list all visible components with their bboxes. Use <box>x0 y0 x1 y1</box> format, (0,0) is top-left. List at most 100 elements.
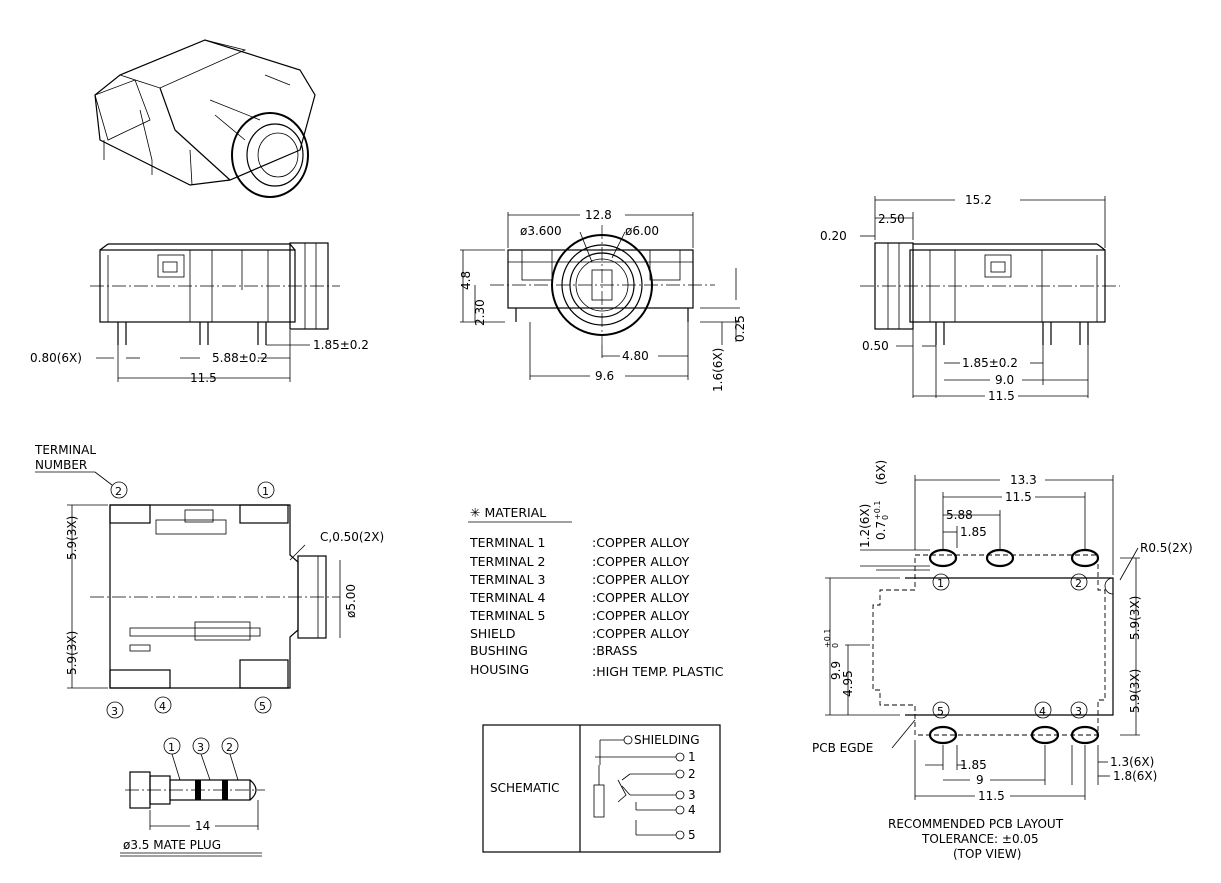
mate-plug: 1 3 2 14 ø3.5 MATE PLUG <box>120 737 265 857</box>
pcb-dim-5-9-a: 5.9(3X) <box>1128 596 1142 640</box>
material-row-mat: :COPPER ALLOY <box>592 608 690 623</box>
dim-1-85-right: 1.85±0.2 <box>962 356 1018 370</box>
plug-terminal-3: 3 <box>197 741 204 754</box>
top-view: TERMINAL NUMBER 2 1 3 4 5 5.9(3X) 5.9(3X… <box>34 443 384 719</box>
dim-phi-5: ø5.00 <box>344 584 358 618</box>
dim-0-20: 0.20 <box>820 229 847 243</box>
dim-5-88: 5.88±0.2 <box>212 351 268 365</box>
pcb-dim-5-88: 5.88 <box>946 508 973 522</box>
schematic-label: SCHEMATIC <box>490 781 559 795</box>
pcb-dim-1-8: 1.8(6X) <box>1113 769 1157 783</box>
material-row-part: TERMINAL 5 <box>469 608 545 623</box>
side-view-left: 0.80(6X) 5.88±0.2 1.85±0.2 11.5 <box>30 242 369 385</box>
pcb-dim-9-9: 9.9 <box>829 661 843 680</box>
schematic-pin-5: 5 <box>688 828 696 842</box>
dim-1-85: 1.85±0.2 <box>313 338 369 352</box>
dim-2-30: 2.30 <box>473 299 487 326</box>
pcb-terminal-2: 2 <box>1075 577 1082 590</box>
pcb-dim-5-9-b: 5.9(3X) <box>1128 669 1142 713</box>
front-view: 12.8 ø3.600 ø6.00 4.8 2.30 4.80 9.6 1.6(… <box>459 208 747 392</box>
terminal-1-top: 1 <box>262 485 269 498</box>
dim-0-25: 0.25 <box>733 315 747 342</box>
dim-0-80: 0.80(6X) <box>30 351 82 365</box>
pcb-dim-13-3: 13.3 <box>1010 473 1037 487</box>
material-row-part: TERMINAL 2 <box>469 554 545 569</box>
pcb-dim-0-7: 0.7 <box>874 521 888 540</box>
pcb-terminal-4: 4 <box>1039 705 1046 718</box>
isometric-view <box>94 39 316 198</box>
pcb-layout: 1 2 5 4 3 13.3 11.5 5.88 1.85 1.2(6X) 0.… <box>812 460 1193 861</box>
schematic-pin-2: 2 <box>688 767 696 781</box>
pcb-caption-tolerance: TOLERANCE: ±0.05 <box>921 832 1039 846</box>
dim-1-6: 1.6(6X) <box>711 348 725 392</box>
dim-12-8: 12.8 <box>585 208 612 222</box>
pcb-dim-11-5-top: 11.5 <box>1005 490 1032 504</box>
pcb-dim-0-7-mult: (6X) <box>874 460 888 485</box>
dim-11-5-right: 11.5 <box>988 389 1015 403</box>
dim-5-9-a: 5.9(3X) <box>65 516 79 560</box>
dim-phi-6: ø6.00 <box>625 224 659 238</box>
pcb-dim-4-95: 4.95 <box>841 670 855 697</box>
pcb-terminal-1: 1 <box>937 577 944 590</box>
plug-terminal-2: 2 <box>226 741 233 754</box>
dim-4-80: 4.80 <box>622 349 649 363</box>
dim-9-0: 9.0 <box>995 373 1014 387</box>
terminal-3-top: 3 <box>111 705 118 718</box>
dim-14: 14 <box>195 819 210 833</box>
dim-chamfer: C,0.50(2X) <box>320 530 384 544</box>
schematic: SCHEMATIC SHIELDING 1 2 3 4 5 <box>482 724 721 853</box>
pcb-terminal-5: 5 <box>937 705 944 718</box>
terminal-label-1: TERMINAL <box>34 443 96 457</box>
pcb-dim-1-85-bot: 1.85 <box>960 758 987 772</box>
plug-title: ø3.5 MATE PLUG <box>123 838 221 852</box>
terminal-4-top: 4 <box>159 700 166 713</box>
pcb-edge-label: PCB EGDE <box>812 741 873 755</box>
material-row-mat: :HIGH TEMP. PLASTIC <box>592 664 724 679</box>
dim-15-2: 15.2 <box>965 193 992 207</box>
material-row-mat: :COPPER ALLOY <box>592 535 690 550</box>
dim-5-9-b: 5.9(3X) <box>65 631 79 675</box>
material-row-mat: :BRASS <box>592 643 637 658</box>
dim-11-5-left: 11.5 <box>190 371 217 385</box>
pcb-dim-11-5-bot: 11.5 <box>978 789 1005 803</box>
dim-9-6: 9.6 <box>595 369 614 383</box>
pcb-dim-0-7-tol-dn: 0 <box>881 515 890 520</box>
material-row-mat: :COPPER ALLOY <box>592 590 690 605</box>
pcb-caption-title: RECOMMENDED PCB LAYOUT <box>888 817 1064 831</box>
pcb-terminal-3: 3 <box>1075 705 1082 718</box>
pcb-dim-0-7-tol-up: +0.1 <box>873 501 882 520</box>
pcb-dim-9: 9 <box>976 773 984 787</box>
pcb-dim-9-9-tol-dn: 0 <box>831 643 840 648</box>
schematic-pin-3: 3 <box>688 788 696 802</box>
material-row-mat: :COPPER ALLOY <box>592 554 690 569</box>
schematic-pin-4: 4 <box>688 803 696 817</box>
pcb-dim-9-9-tol-up: +0.1 <box>823 629 832 648</box>
material-row-mat: :COPPER ALLOY <box>592 572 690 587</box>
pcb-dim-r0-5: R0.5(2X) <box>1140 541 1193 555</box>
dim-phi-3-6: ø3.600 <box>520 224 562 238</box>
plug-terminal-1: 1 <box>168 741 175 754</box>
material-heading: ✳ MATERIAL <box>470 505 546 520</box>
pcb-caption-view: (TOP VIEW) <box>953 847 1021 861</box>
schematic-pin-shielding: SHIELDING <box>634 733 700 747</box>
material-row-mat: :COPPER ALLOY <box>592 626 690 641</box>
material-row-part: TERMINAL 1 <box>469 535 545 550</box>
material-table: ✳ MATERIAL TERMINAL 1 :COPPER ALLOY TERM… <box>468 505 724 679</box>
pcb-dim-1-2: 1.2(6X) <box>858 504 872 548</box>
terminal-label-2: NUMBER <box>35 458 87 472</box>
pcb-dim-1-85-top: 1.85 <box>960 525 987 539</box>
terminal-2-top: 2 <box>115 485 122 498</box>
terminal-5-top: 5 <box>259 700 266 713</box>
dim-2-50: 2.50 <box>878 212 905 226</box>
dim-4-8: 4.8 <box>459 271 473 290</box>
material-row-part: BUSHING <box>470 643 528 658</box>
pcb-dim-1-3: 1.3(6X) <box>1110 755 1154 769</box>
side-view-right: 15.2 2.50 0.20 0.50 1.85±0.2 9.0 11.5 <box>820 193 1120 403</box>
material-row-part: TERMINAL 4 <box>469 590 546 605</box>
material-row-part: SHIELD <box>470 626 516 641</box>
dim-0-50: 0.50 <box>862 339 889 353</box>
schematic-pin-1: 1 <box>688 750 696 764</box>
material-row-part: HOUSING <box>470 662 529 677</box>
material-row-part: TERMINAL 3 <box>469 572 545 587</box>
